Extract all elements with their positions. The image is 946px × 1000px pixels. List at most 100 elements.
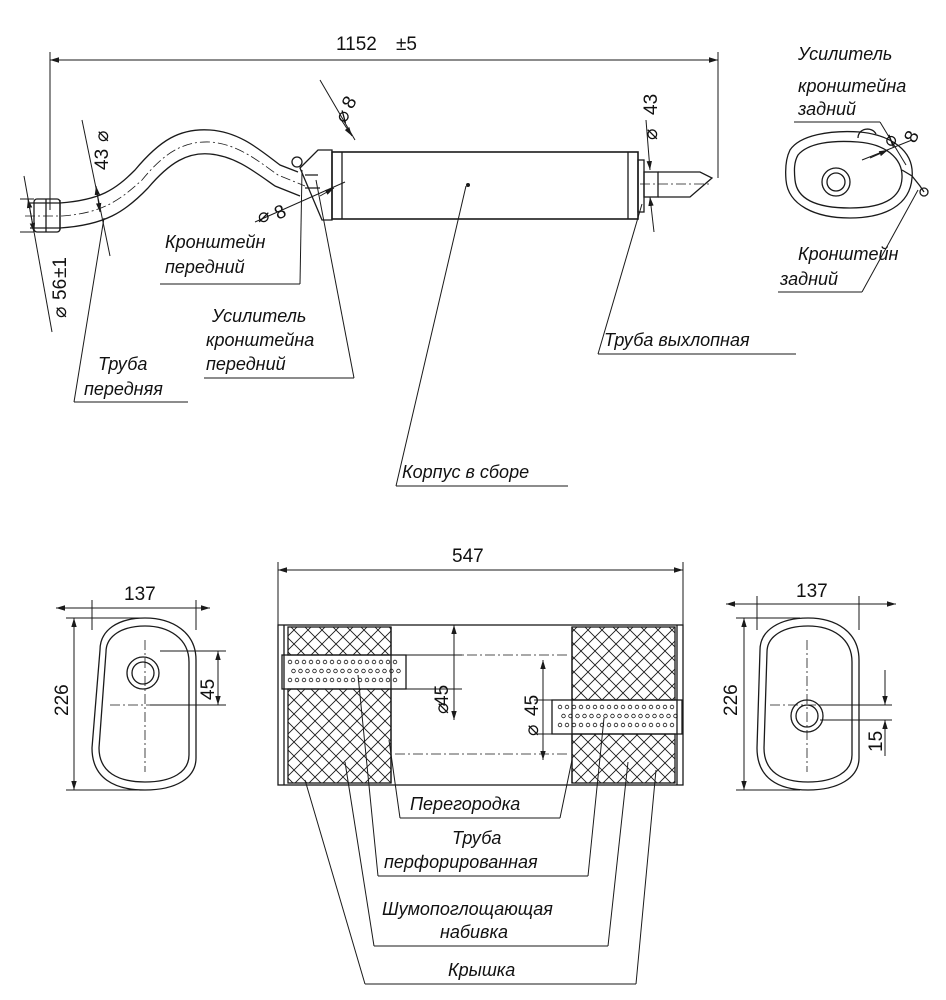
perforation-hole	[364, 677, 370, 683]
perforation-hole	[357, 659, 363, 665]
perforation-hole	[634, 722, 640, 728]
muffler-body	[291, 149, 645, 221]
perforation-hole	[561, 713, 566, 719]
perforation-hole	[652, 713, 657, 719]
perforation-hole	[322, 659, 328, 665]
front-pipe-diameter-value: 43	[92, 149, 113, 170]
right-end-view: 137 226 15	[721, 581, 896, 791]
perforation-hole	[613, 722, 619, 728]
rear-bracket-label-1: Кронштейн	[798, 244, 898, 264]
right-lower-packing	[571, 733, 676, 784]
section-view: 547 45 ⌀ 45 ⌀	[277, 546, 684, 985]
perforation-hole	[589, 713, 594, 719]
left-perforations	[287, 659, 401, 683]
left-perforated-pipe	[281, 654, 407, 690]
perforation-hole	[610, 713, 615, 719]
flange-diameter-dimension: ⌀ 56 ±1	[20, 175, 71, 333]
right-perforated-pipe	[551, 699, 683, 735]
perforation-hole	[641, 704, 647, 710]
perforation-hole	[392, 677, 398, 683]
perforation-hole	[592, 704, 598, 710]
perforation-hole	[613, 704, 619, 710]
perforation-hole	[634, 704, 640, 710]
perforation-hole	[659, 713, 664, 719]
perforation-hole	[382, 668, 387, 674]
right-height-value: 226	[721, 684, 742, 716]
rear-reinforcement-label-1: Усилитель	[797, 44, 892, 64]
left-width-value: 137	[124, 584, 156, 605]
perforation-hole	[287, 677, 293, 683]
exhaust-pipe-diameter-symbol: ⌀	[641, 129, 662, 140]
perforation-hole	[666, 713, 671, 719]
front-reinforcement-hole-symbol: ⌀	[258, 206, 269, 227]
perforation-hole	[627, 722, 633, 728]
perforation-hole	[350, 659, 356, 665]
front-reinforcement-hole-value: 8	[271, 201, 289, 225]
perforation-hole	[294, 659, 300, 665]
perforation-hole	[571, 722, 577, 728]
perforation-hole	[343, 659, 349, 665]
flange-diameter-symbol: ⌀	[50, 307, 71, 318]
perforation-hole	[375, 668, 380, 674]
perforation-hole	[326, 668, 331, 674]
perforation-hole	[631, 713, 636, 719]
perforation-hole	[343, 677, 349, 683]
upper-pipe-diameter-symbol: ⌀	[432, 703, 453, 714]
perforation-hole	[662, 722, 668, 728]
perforation-hole	[578, 704, 584, 710]
body-assembly-label: Корпус в сборе	[402, 462, 529, 482]
perforation-hole	[336, 659, 342, 665]
perforation-hole	[308, 659, 314, 665]
perforation-hole	[392, 659, 398, 665]
front-reinforcement-label-1: Усилитель	[211, 306, 306, 326]
overall-length-value: 1152	[336, 34, 377, 55]
right-offset-value: 15	[866, 731, 887, 752]
perforation-hole	[315, 659, 321, 665]
left-offset-value: 45	[198, 679, 219, 700]
perforation-hole	[627, 704, 633, 710]
perforation-hole	[389, 668, 394, 674]
sound-packing-label-1: Шумопоглощающая	[382, 899, 553, 919]
lower-pipe-diameter-value: 45	[522, 695, 543, 716]
front-reinforcement-callout: Усилитель кронштейна передний	[204, 179, 355, 379]
perforation-hole	[350, 677, 356, 683]
perforation-hole	[315, 677, 321, 683]
perforation-hole	[329, 659, 335, 665]
perforation-hole	[294, 677, 300, 683]
perforation-hole	[298, 668, 303, 674]
perforation-hole	[361, 668, 366, 674]
perforation-hole	[648, 704, 654, 710]
perforation-hole	[340, 668, 345, 674]
perforation-hole	[571, 704, 577, 710]
perforation-hole	[319, 668, 324, 674]
perforation-hole	[655, 704, 661, 710]
sound-packing-label-2: набивка	[440, 922, 508, 942]
perforation-hole	[557, 722, 563, 728]
perforation-hole	[582, 713, 587, 719]
perforation-hole	[669, 704, 675, 710]
perforation-hole	[564, 722, 570, 728]
perforation-hole	[592, 722, 598, 728]
front-reinforcement-label-3: передний	[206, 354, 286, 374]
perforation-hole	[308, 677, 314, 683]
perforation-hole	[641, 722, 647, 728]
perforation-hole	[396, 668, 401, 674]
exhaust-pipe-diameter-dimension: 43 ⌀	[641, 94, 662, 233]
rear-bracket-label-2: задний	[779, 269, 838, 289]
perforation-hole	[596, 713, 601, 719]
front-pipe-label-2: передняя	[84, 379, 163, 399]
perforation-hole	[322, 677, 328, 683]
perforation-hole	[301, 677, 307, 683]
left-height-value: 226	[52, 684, 73, 716]
perforation-hole	[603, 713, 608, 719]
perforation-hole	[305, 668, 310, 674]
perforation-hole	[385, 677, 391, 683]
perforation-hole	[368, 668, 373, 674]
perforation-hole	[312, 668, 317, 674]
front-pipe-label-1: Труба	[98, 354, 147, 374]
perforation-hole	[287, 659, 293, 665]
rear-reinforcement-label-3: задний	[797, 99, 856, 119]
perforation-hole	[329, 677, 335, 683]
body-assembly-callout: Корпус в сборе	[395, 185, 568, 487]
